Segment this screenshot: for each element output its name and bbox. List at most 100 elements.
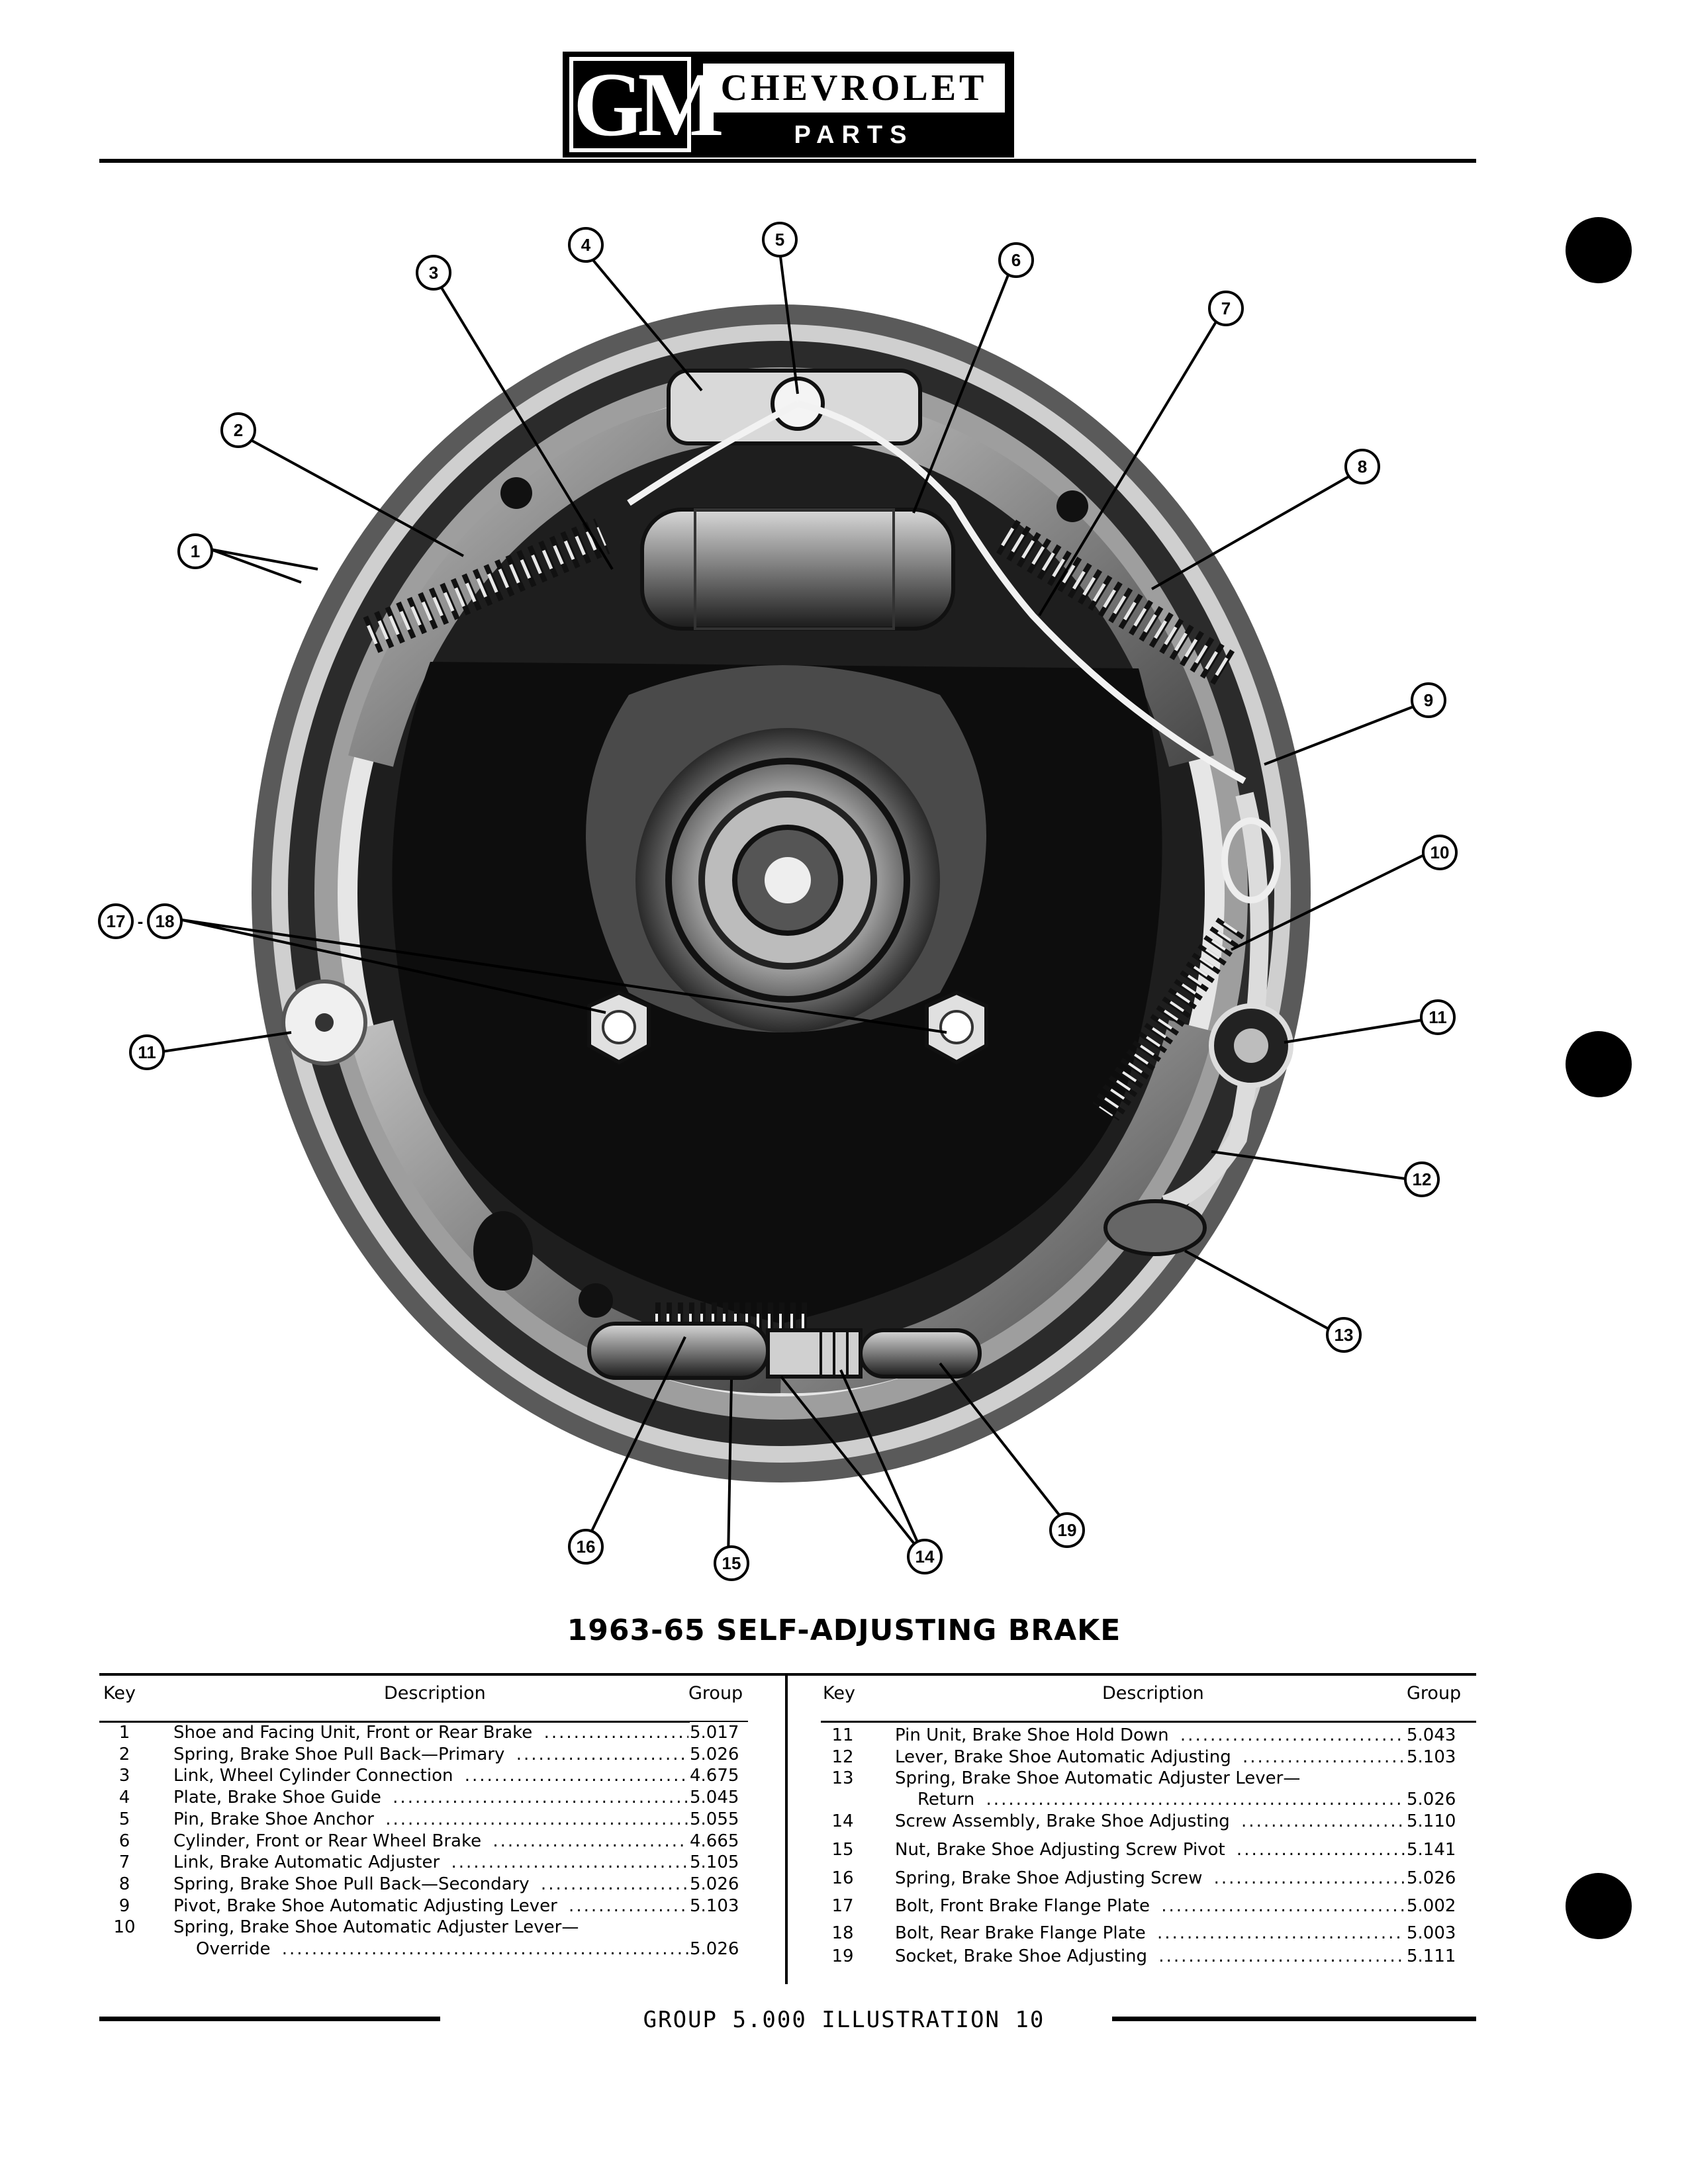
row-group: 5.141 xyxy=(1407,1839,1473,1860)
binder-hole-top xyxy=(1566,217,1632,283)
row-description: Spring, Brake Shoe Pull Back—Primary xyxy=(173,1744,688,1765)
row-group: 5.043 xyxy=(1407,1725,1473,1746)
callout-11-right: 11 xyxy=(1420,999,1456,1035)
callout-13: 13 xyxy=(1326,1317,1362,1353)
brake-assembly-illustration: 1 2 3 4 5 6 7 8 9 10 11 11 12 13 14 15 1… xyxy=(98,222,1458,1581)
header-key-right: Key xyxy=(823,1683,855,1704)
row-group: 5.026 xyxy=(690,1938,756,1960)
header-group-right: Group xyxy=(1407,1683,1462,1704)
row-key: 2 xyxy=(118,1745,130,1764)
row-group: 5.003 xyxy=(1407,1923,1473,1944)
row-description: Bolt, Front Brake Flange Plate xyxy=(895,1895,1405,1917)
callout-leader-lines xyxy=(157,250,1436,1559)
wheel-cylinder xyxy=(640,508,955,631)
row-group: 5.103 xyxy=(1407,1747,1473,1768)
row-group: 5.026 xyxy=(690,1744,756,1765)
row-description: Nut, Brake Shoe Adjusting Screw Pivot xyxy=(895,1839,1405,1860)
row-group: 5.045 xyxy=(690,1787,756,1808)
row-group: 5.002 xyxy=(1407,1895,1473,1917)
row-description-continued: Return xyxy=(917,1789,1405,1810)
header-description-right: Description xyxy=(1102,1683,1204,1704)
callout-8: 8 xyxy=(1344,449,1380,484)
row-key: 9 xyxy=(118,1896,130,1916)
row-group: 5.026 xyxy=(1407,1868,1473,1889)
row-group: 5.111 xyxy=(1407,1946,1473,1967)
row-description-continued: Override xyxy=(196,1938,688,1960)
row-description: Bolt, Rear Brake Flange Plate xyxy=(895,1923,1405,1944)
footer-rule-left xyxy=(99,2017,440,2021)
row-key: 15 xyxy=(831,1840,854,1860)
row-description: Spring, Brake Shoe Automatic Adjuster Le… xyxy=(173,1917,688,1938)
binder-hole-middle xyxy=(1566,1031,1632,1097)
row-description: Screw Assembly, Brake Shoe Adjusting xyxy=(895,1811,1405,1832)
header-group-left: Group xyxy=(688,1683,743,1704)
callout-18: 18 xyxy=(147,903,183,939)
row-key: 1 xyxy=(118,1723,130,1743)
row-group: 5.026 xyxy=(690,1874,756,1895)
callout-16: 16 xyxy=(568,1529,604,1565)
callout-separator: - xyxy=(137,911,144,931)
callout-2: 2 xyxy=(220,412,256,448)
row-key: 8 xyxy=(118,1874,130,1894)
row-key: 10 xyxy=(113,1917,136,1937)
callout-4: 4 xyxy=(568,227,604,263)
adjusting-socket xyxy=(859,1328,982,1379)
callout-12: 12 xyxy=(1404,1161,1440,1197)
table-top-rule xyxy=(99,1673,1476,1676)
footer-illustration-reference: GROUP 5.000 ILLUSTRATION 10 xyxy=(643,2007,1045,2033)
row-key: 3 xyxy=(118,1766,130,1786)
row-group: 5.055 xyxy=(690,1809,756,1830)
brake-assembly-drawing xyxy=(157,250,1436,1559)
row-key: 12 xyxy=(831,1747,854,1767)
row-description: Pin, Brake Shoe Anchor xyxy=(173,1809,688,1830)
brand-name: CHEVROLET xyxy=(703,64,1005,113)
row-description: Shoe and Facing Unit, Front or Rear Brak… xyxy=(173,1722,688,1743)
automatic-adjuster-link xyxy=(796,400,1246,784)
row-key: 17 xyxy=(831,1896,854,1916)
callout-1: 1 xyxy=(177,533,213,569)
callout-7: 7 xyxy=(1208,291,1244,326)
row-description: Pin Unit, Brake Shoe Hold Down xyxy=(895,1725,1405,1746)
row-group: 4.665 xyxy=(690,1831,756,1852)
callout-3: 3 xyxy=(416,255,451,291)
row-key: 6 xyxy=(118,1831,130,1851)
row-key: 16 xyxy=(831,1868,854,1888)
row-description: Plate, Brake Shoe Guide xyxy=(173,1787,688,1808)
adjuster-lever-return-spring xyxy=(1103,1199,1207,1256)
row-key: 7 xyxy=(118,1852,130,1872)
row-group: 4.675 xyxy=(690,1765,756,1786)
row-key: 4 xyxy=(118,1788,130,1807)
callout-17-18: 17-18 xyxy=(98,903,183,939)
callout-5: 5 xyxy=(762,222,798,257)
row-description: Link, Brake Automatic Adjuster xyxy=(173,1852,688,1873)
binder-hole-bottom xyxy=(1566,1873,1632,1939)
illustration-title: 1963-65 SELF-ADJUSTING BRAKE xyxy=(567,1614,1121,1647)
row-key: 18 xyxy=(831,1923,854,1943)
callout-9: 9 xyxy=(1411,682,1446,718)
row-description: Socket, Brake Shoe Adjusting xyxy=(895,1946,1405,1967)
callout-11-left: 11 xyxy=(129,1034,165,1070)
row-description: Spring, Brake Shoe Automatic Adjuster Le… xyxy=(895,1768,1405,1789)
callout-10: 10 xyxy=(1422,835,1458,870)
row-key: 11 xyxy=(831,1725,854,1745)
table-header-rule-right xyxy=(821,1721,1476,1723)
row-group: 5.026 xyxy=(1407,1789,1473,1810)
row-description: Cylinder, Front or Rear Wheel Brake xyxy=(173,1831,688,1852)
header-description-left: Description xyxy=(384,1683,486,1704)
callout-15: 15 xyxy=(714,1545,749,1581)
row-description: Link, Wheel Cylinder Connection xyxy=(173,1765,688,1786)
header-rule xyxy=(99,159,1476,163)
table-column-divider xyxy=(785,1673,788,1984)
row-description: Pivot, Brake Shoe Automatic Adjusting Le… xyxy=(173,1895,688,1917)
row-key: 19 xyxy=(831,1946,854,1966)
header-key-left: Key xyxy=(103,1683,136,1704)
callout-19: 19 xyxy=(1049,1512,1085,1548)
row-group: 5.103 xyxy=(690,1895,756,1917)
row-description: Spring, Brake Shoe Pull Back—Secondary xyxy=(173,1874,688,1895)
row-key: 14 xyxy=(831,1811,854,1831)
row-group: 5.110 xyxy=(1407,1811,1473,1832)
row-key: 5 xyxy=(118,1809,130,1829)
row-description: Spring, Brake Shoe Adjusting Screw xyxy=(895,1868,1405,1889)
row-description: Lever, Brake Shoe Automatic Adjusting xyxy=(895,1747,1405,1768)
callout-14: 14 xyxy=(907,1539,943,1574)
